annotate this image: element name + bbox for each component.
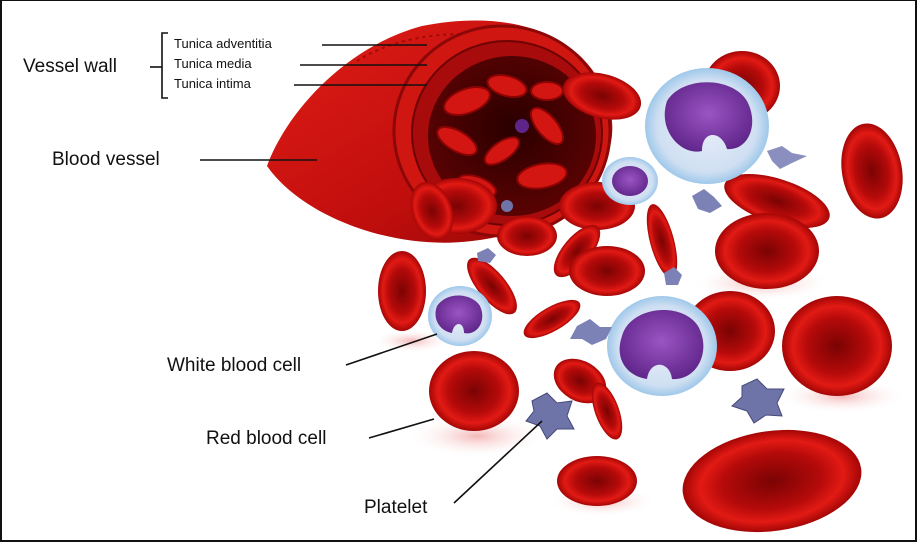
tunica-adventitia-label: Tunica adventitia: [174, 37, 272, 50]
blood-vessel-label: Blood vessel: [52, 150, 160, 169]
vessel-wall-label: Vessel wall: [23, 57, 117, 76]
red-blood-cell-label: Red blood cell: [206, 429, 326, 448]
platelet-label: Platelet: [364, 498, 427, 517]
white-blood-cell-label: White blood cell: [167, 356, 301, 375]
vessel-wall-bracket: [162, 33, 168, 98]
tunica-media-label: Tunica media: [174, 57, 252, 70]
tunica-intima-label: Tunica intima: [174, 77, 251, 90]
